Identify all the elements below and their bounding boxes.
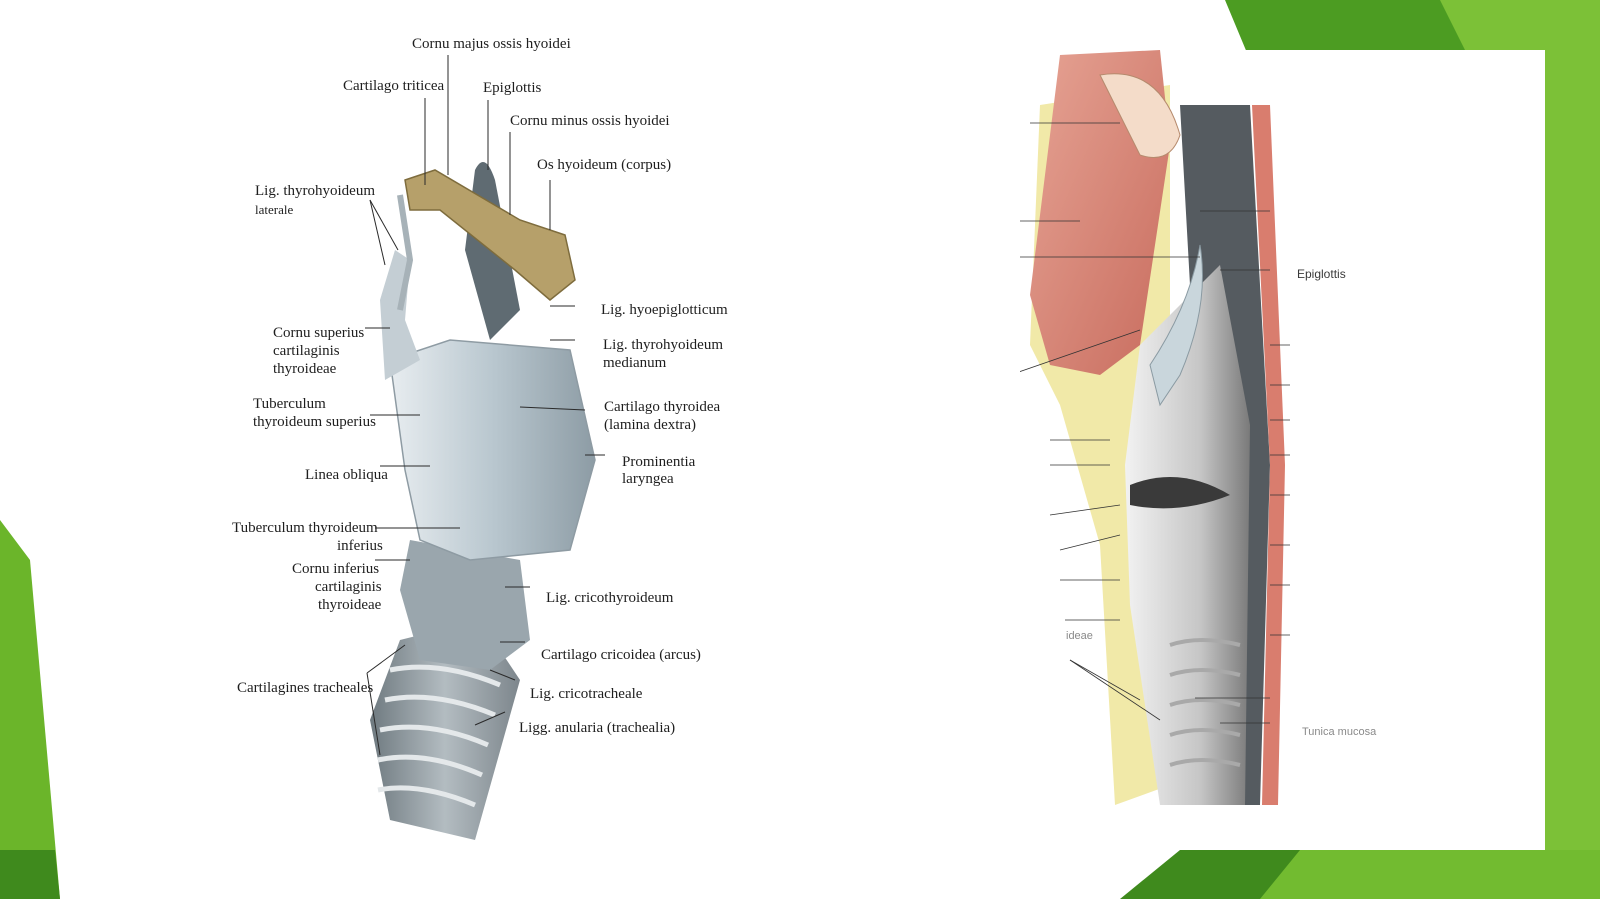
label-linea-obliqua: Linea obliqua: [305, 467, 388, 483]
epiglottis-section: [1149, 244, 1203, 407]
label-cornu-superius-3: thyroideae: [273, 361, 337, 377]
label-cartilago-thyroidea-2: (lamina dextra): [604, 417, 697, 433]
label-tunica-mucosa: Tunica mucosa: [1302, 726, 1377, 738]
vocal-fold: [1130, 477, 1230, 509]
label-cartilago-thyroidea: Cartilago thyroidea: [604, 399, 721, 415]
label-prominentia: Prominentia: [622, 454, 696, 470]
label-cornu-superius: Cornu superius: [273, 325, 365, 341]
cricoid-cartilage: [400, 540, 530, 670]
label-lig-hyoepiglotticum: Lig. hyoepiglotticum: [601, 302, 728, 318]
label-cartilago-cricoidea: Cartilago cricoidea (arcus): [541, 647, 701, 663]
label-cartilagines-tracheales: Cartilagines tracheales: [237, 680, 374, 696]
label-ligg-anularia: Ligg. anularia (trachealia): [519, 720, 676, 736]
label-os-hyoideum: Os hyoideum (corpus): [537, 157, 672, 173]
thyroid-cartilage: [389, 339, 596, 561]
label-tuberculum-inferius-2: inferius: [337, 538, 383, 554]
triticeal-cartilage: [397, 194, 414, 311]
label-epiglottis-left: Epiglottis: [483, 80, 542, 96]
label-tuberculum-inferius: Tuberculum thyroideum: [232, 520, 378, 536]
label-lig-thyrohyoideum-laterale-2: laterale: [255, 202, 294, 217]
label-cornu-majus: Cornu majus ossis hyoidei: [412, 36, 571, 52]
left-dark-green-shape: [0, 850, 60, 899]
larynx-sagittal-illustration: [1020, 50, 1290, 805]
label-lig-thyrohyoideum-laterale: Lig. thyrohyoideum: [255, 183, 375, 199]
top-right-light-green-shape: [1440, 0, 1600, 899]
label-cornu-inferius-3: thyroideae: [318, 597, 382, 613]
hyoid-bone: [404, 169, 576, 301]
left-green-shape: [0, 520, 60, 899]
label-lig-thyrohyoideum-medianum: Lig. thyrohyoideum: [603, 337, 723, 353]
hyoid-section: [1099, 73, 1181, 158]
larynx-lateral-illustration: [365, 55, 605, 840]
label-cornu-inferius-2: cartilaginis: [315, 579, 382, 595]
label-lig-cricothyroideum: Lig. cricothyroideum: [546, 590, 674, 606]
bottom-right-light-green-shape: [1260, 850, 1600, 899]
label-cartilago-triticea: Cartilago triticea: [343, 78, 445, 94]
label-lig-thyrohyoideum-medianum-2: medianum: [603, 355, 667, 371]
label-lig-cricotracheale: Lig. cricotracheale: [530, 686, 643, 702]
label-tuberculum-superius: Tuberculum: [253, 396, 326, 412]
label-cornu-minus: Cornu minus ossis hyoidei: [510, 113, 670, 129]
label-ideae: ideae: [1066, 630, 1093, 642]
label-cornu-inferius: Cornu inferius: [292, 561, 380, 577]
superior-horn: [380, 250, 420, 380]
label-cornu-superius-2: cartilaginis: [273, 343, 340, 359]
posterior-wall: [1252, 105, 1285, 805]
label-prominentia-2: laryngea: [622, 471, 674, 487]
label-epiglottis-right: Epiglottis: [1297, 267, 1346, 281]
label-tuberculum-superius-2: thyroideum superius: [253, 414, 376, 430]
